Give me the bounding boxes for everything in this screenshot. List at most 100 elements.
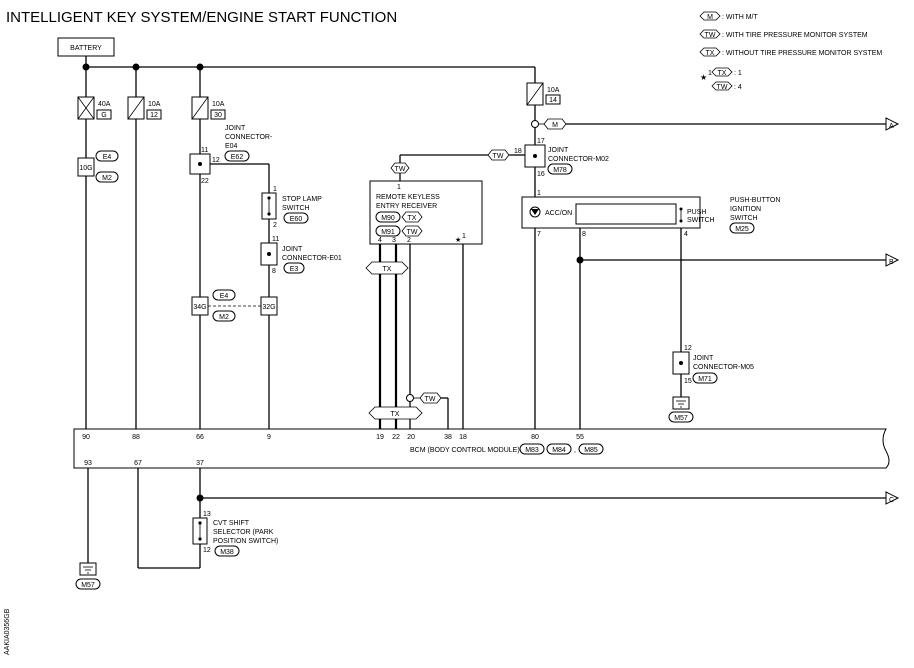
joint-connector-e01: 11 8 JOINT CONNECTOR-E01 E3 bbox=[260, 236, 342, 275]
svg-text:7: 7 bbox=[537, 231, 541, 238]
legend-star-tx-val: : 1 bbox=[734, 70, 742, 77]
svg-text:1: 1 bbox=[273, 186, 277, 193]
battery: BATTERY bbox=[57, 37, 115, 57]
push-button-ignition-switch: ACC/ON 1 7 8 4 PUSH SWITCH PUSH-BUTTON I… bbox=[521, 190, 780, 238]
svg-text:55: 55 bbox=[576, 434, 584, 441]
svg-text:32G: 32G bbox=[262, 304, 275, 311]
cvt-shift-selector-switch: 13 12 CVT SHIFT SELECTOR (PARK POSITION … bbox=[192, 511, 278, 557]
svg-text:18: 18 bbox=[459, 434, 467, 441]
legend-star-tw-shape bbox=[711, 81, 733, 91]
svg-text:CONNECTOR-E01: CONNECTOR-E01 bbox=[282, 255, 342, 262]
svg-text:C: C bbox=[889, 497, 894, 504]
svg-text:1: 1 bbox=[397, 184, 401, 191]
svg-text:TX: TX bbox=[391, 411, 400, 418]
svg-text:M38: M38 bbox=[220, 549, 234, 556]
svg-text:88: 88 bbox=[132, 434, 140, 441]
page-title: INTELLIGENT KEY SYSTEM/ENGINE START FUNC… bbox=[6, 9, 397, 26]
svg-text:M91: M91 bbox=[381, 229, 395, 236]
svg-text:10A: 10A bbox=[212, 101, 225, 108]
svg-text:22: 22 bbox=[392, 434, 400, 441]
svg-text:ACC/ON: ACC/ON bbox=[545, 210, 572, 217]
legend-star: ★ bbox=[700, 73, 707, 82]
svg-text:13: 13 bbox=[203, 511, 211, 518]
svg-text:JOINT: JOINT bbox=[693, 355, 714, 362]
m02-tw-tag bbox=[487, 149, 510, 161]
svg-text:10A: 10A bbox=[547, 87, 560, 94]
svg-text:JOINT: JOINT bbox=[282, 246, 303, 253]
svg-text:A: A bbox=[889, 123, 894, 130]
svg-text:IGNITION: IGNITION bbox=[730, 206, 761, 213]
svg-text:PUSH-BUTTON: PUSH-BUTTON bbox=[730, 197, 780, 204]
svg-text:M2: M2 bbox=[219, 314, 229, 321]
tx-bus-tag bbox=[365, 261, 409, 275]
svg-text:9: 9 bbox=[267, 434, 271, 441]
svg-text:CONNECTOR-M05: CONNECTOR-M05 bbox=[693, 364, 754, 371]
legend-star-tx-shape bbox=[711, 67, 733, 77]
svg-text:2: 2 bbox=[273, 222, 277, 229]
ground-m57-left: M57 bbox=[75, 562, 101, 590]
svg-text:PUSH: PUSH bbox=[687, 209, 706, 216]
joint-connector-m02: 17 18 16 JOINT CONNECTOR-M02 M78 bbox=[514, 138, 609, 178]
svg-text:POSITION SWITCH): POSITION SWITCH) bbox=[213, 538, 278, 545]
svg-text:66: 66 bbox=[196, 434, 204, 441]
svg-text:TW: TW bbox=[493, 153, 504, 160]
svg-text:M90: M90 bbox=[381, 215, 395, 222]
svg-text:M57: M57 bbox=[81, 582, 95, 589]
svg-text:19: 19 bbox=[376, 434, 384, 441]
svg-text:67: 67 bbox=[134, 460, 142, 467]
rke-tw-tag bbox=[390, 162, 410, 174]
svg-text:10A: 10A bbox=[148, 101, 161, 108]
svg-text:93: 93 bbox=[84, 460, 92, 467]
fuse-10a-30: 10A 30 bbox=[191, 96, 226, 120]
svg-text:12: 12 bbox=[684, 345, 692, 352]
svg-text:90: 90 bbox=[82, 434, 90, 441]
legend-m-text: : WITH M/T bbox=[722, 14, 758, 21]
svg-text:4: 4 bbox=[684, 231, 688, 238]
svg-text:E60: E60 bbox=[290, 216, 303, 223]
svg-text:TW: TW bbox=[395, 166, 406, 173]
svg-text:1: 1 bbox=[537, 190, 541, 197]
svg-text:11: 11 bbox=[201, 147, 208, 154]
svg-text:37: 37 bbox=[196, 460, 204, 467]
svg-text:STOP LAMP: STOP LAMP bbox=[282, 196, 322, 203]
svg-text:B: B bbox=[889, 259, 894, 266]
legend: M : WITH M/T TW : WITH TIRE PRESSURE MON… bbox=[699, 11, 882, 91]
svg-text:M: M bbox=[552, 122, 558, 129]
svg-text:18: 18 bbox=[514, 148, 522, 155]
legend-tw-tag: TW bbox=[705, 32, 716, 39]
inline-connector-10g: 10G E4 M2 bbox=[77, 150, 119, 183]
svg-text:SWITCH: SWITCH bbox=[687, 217, 715, 224]
svg-text:10G: 10G bbox=[79, 165, 92, 172]
battery-label: BATTERY bbox=[70, 45, 102, 52]
svg-text:CONNECTOR-M02: CONNECTOR-M02 bbox=[548, 156, 609, 163]
svg-text:SELECTOR (PARK: SELECTOR (PARK bbox=[213, 529, 274, 536]
svg-text:TX: TX bbox=[408, 215, 417, 222]
svg-text:TW: TW bbox=[407, 229, 418, 236]
remote-keyless-entry-receiver: 1 REMOTE KEYLESS ENTRY RECEIVER M90 TX M… bbox=[369, 180, 483, 245]
diagram-code: AAKIA0356GB bbox=[4, 608, 11, 655]
svg-text:8: 8 bbox=[582, 231, 586, 238]
svg-text:★: ★ bbox=[455, 236, 461, 244]
legend-tx-tag: TX bbox=[706, 50, 715, 57]
fuse-40a: 40A G bbox=[77, 96, 112, 120]
svg-text:38: 38 bbox=[444, 434, 452, 441]
svg-text:BCM (BODY CONTROL MODULE): BCM (BODY CONTROL MODULE) bbox=[410, 447, 520, 454]
legend-tw-tag-shape bbox=[699, 29, 721, 39]
svg-text:G: G bbox=[101, 112, 106, 119]
svg-text:SWITCH: SWITCH bbox=[282, 205, 310, 212]
svg-text:JOINT: JOINT bbox=[225, 125, 246, 132]
svg-text:M25: M25 bbox=[735, 226, 749, 233]
svg-text:12: 12 bbox=[203, 547, 211, 554]
svg-text:TX: TX bbox=[383, 266, 392, 273]
legend-tw-text: : WITH TIRE PRESSURE MONITOR SYSTEM bbox=[722, 32, 868, 39]
inline-connector-34g: 34G E4 M2 32G bbox=[191, 289, 278, 322]
fuse-10a-14: 10A 14 bbox=[526, 82, 561, 106]
tx-lower-tag bbox=[368, 406, 423, 420]
svg-text:E04: E04 bbox=[225, 143, 238, 150]
svg-text:30: 30 bbox=[214, 112, 222, 119]
svg-text:CVT SHIFT: CVT SHIFT bbox=[213, 520, 250, 527]
svg-text:34G: 34G bbox=[193, 304, 206, 311]
svg-text:CONNECTOR-: CONNECTOR- bbox=[225, 134, 273, 141]
bcm-module: 90 88 66 9 19 22 20 38 18 80 55 BCM (BOD… bbox=[73, 428, 890, 469]
